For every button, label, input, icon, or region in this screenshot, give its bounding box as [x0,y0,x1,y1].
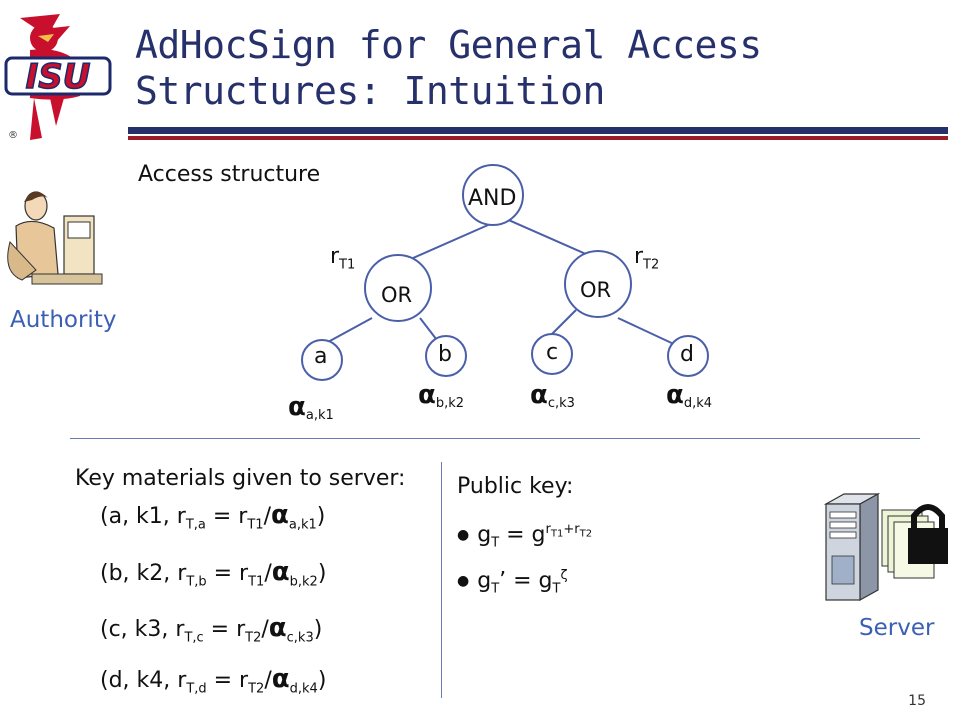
or-node-right [564,250,632,318]
alpha-a: αa,k1 [288,392,334,424]
and-label: AND [468,186,517,211]
column-divider [441,462,442,698]
leaf-node-b [425,335,467,377]
server-figure [818,490,958,612]
leaf-b-label: b [438,342,452,367]
public-key-line-2: ●gT’ = gTζ [457,568,568,597]
or-node-left [364,254,432,322]
bullet-dot-icon: ● [457,527,470,544]
leaf-c-label: c [546,340,559,365]
isu-logo: ISU ® [0,6,118,146]
slide-title: AdHocSign for General Access Structures:… [135,22,762,114]
authority-label: Authority [10,307,117,333]
svg-text:ISU: ISU [26,57,91,97]
key-row-a: (a, k1, rT,a = rT1/αa,k1) [100,500,326,533]
or-left-label: OR [381,283,413,307]
key-row-c: (c, k3, rT,c = rT2/αc,k3) [100,613,323,646]
title-line-2: Structures: Intuition [135,69,605,113]
or-right-label: OR [580,278,612,302]
server-lock-icon [823,492,948,602]
server-label: Server [859,615,935,641]
and-node [462,164,524,226]
access-structure-tree [301,164,709,381]
alpha-b: αb,k2 [418,380,465,412]
leaf-node-c [531,333,573,375]
leaf-a-label: a [314,344,328,369]
cardinal-logo-icon: ISU [4,14,112,140]
public-key-line-1: ●gT = grT1+rT2 [457,522,593,551]
title-line-1: AdHocSign for General Access [135,23,762,67]
edge-right-d [617,317,679,347]
access-structure-heading: Access structure [138,162,321,187]
alpha-d: αd,k4 [666,380,713,412]
authority-figure [2,182,114,302]
edge-label-rt2: rT2 [634,244,660,273]
key-row-d: (d, k4, rT,d = rT2/αd,k4) [100,664,327,697]
leaf-node-a [301,339,343,381]
section-divider [70,438,920,439]
key-materials-heading: Key materials given to server: [75,466,406,491]
edge-label-rt1: rT1 [330,244,356,273]
public-key-heading: Public key: [457,474,574,499]
bullet-dot-icon: ● [457,573,470,590]
title-rule-red [128,136,948,140]
page-number: 15 [908,693,926,709]
authority-person-icon [7,191,103,285]
leaf-node-d [667,335,709,377]
title-rule-blue [128,127,948,134]
key-row-b: (b, k2, rT,b = rT1/αb,k2) [100,557,327,590]
registered-mark: ® [8,130,18,141]
leaf-d-label: d [680,342,694,367]
alpha-c: αc,k3 [530,380,575,412]
edge-left-a [327,317,373,343]
